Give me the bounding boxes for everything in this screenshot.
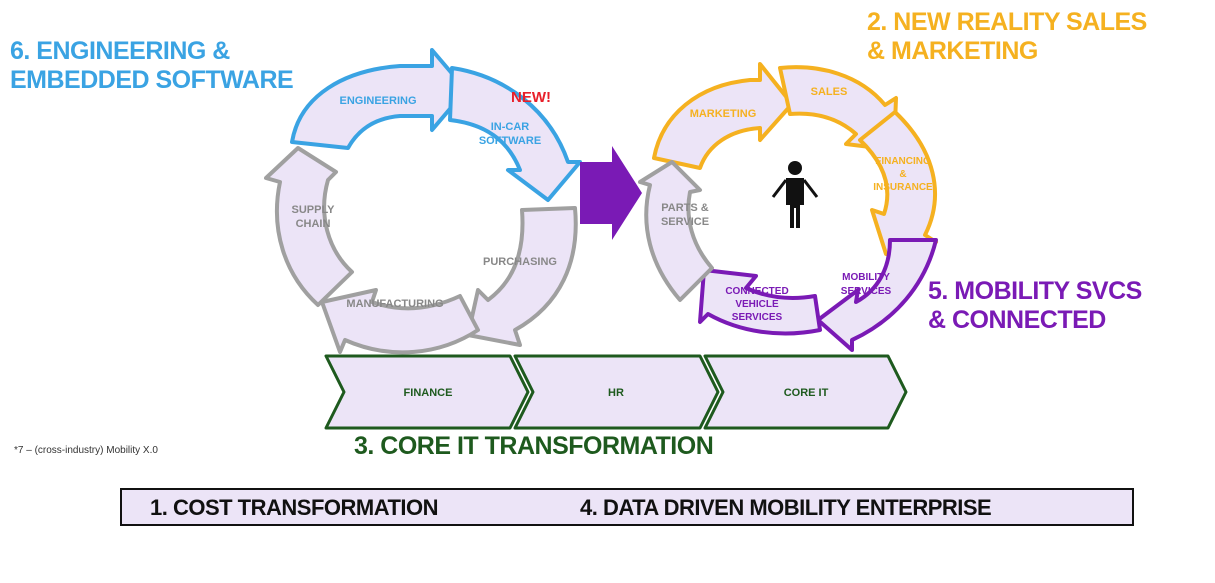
chevron-finance-label: FINANCE: [404, 387, 453, 399]
supply-chain-label-line2: CHAIN: [296, 218, 331, 230]
connected-vehicle-arrow: [698, 268, 822, 336]
chevron-hr: [513, 354, 720, 430]
mobility-label-line2: SERVICES: [841, 286, 892, 297]
transition-arrow: [580, 146, 642, 240]
connected-label-line3: SERVICES: [732, 312, 783, 323]
parts-service-label-line1: PARTS &: [661, 202, 709, 214]
financing-label-line3: INSURANCE: [873, 182, 933, 193]
engineering-arrow: [290, 48, 468, 150]
mobility-heading-line1: 5. MOBILITY SVCS: [928, 277, 1142, 305]
sales-heading: 2. NEW REALITY SALES & MARKETING: [867, 8, 1147, 66]
mobility-heading: 5. MOBILITY SVCS & CONNECTED: [928, 277, 1142, 335]
sales-label: SALES: [811, 86, 848, 98]
mobility-label-line1: MOBILITY: [842, 272, 890, 283]
bottom-bar-left: 1. COST TRANSFORMATION: [150, 495, 439, 520]
chevron-core-it: [703, 354, 908, 430]
connected-label-line2: VEHICLE: [735, 299, 779, 310]
engineering-heading-line1: 6. ENGINEERING &: [10, 37, 230, 65]
chevron-row: FINANCE HR CORE IT: [324, 354, 908, 430]
manufacturing-arrow: [320, 288, 480, 355]
marketing-label: MARKETING: [690, 108, 757, 120]
marketing-arrow: [652, 62, 794, 170]
in-car-software-arrow: [448, 66, 582, 202]
parts-service-arrow: [638, 160, 714, 302]
purchasing-label: PURCHASING: [483, 256, 557, 268]
new-badge: NEW!: [511, 89, 551, 106]
parts-service-label-line2: SERVICE: [661, 216, 709, 228]
person-icon: [771, 161, 819, 228]
left-cycle: ENGINEERING NEW! IN-CAR SOFTWARE SUPPLY …: [264, 48, 582, 355]
bottom-bar-right: 4. DATA DRIVEN MOBILITY ENTERPRISE: [580, 495, 992, 520]
financing-label-line1: FINANCING: [875, 156, 931, 167]
mobility-arrow: [816, 238, 938, 352]
sales-heading-line2: & MARKETING: [867, 37, 1038, 65]
purchasing-arrow: [466, 206, 578, 347]
bottom-bar: 1. COST TRANSFORMATION 4. DATA DRIVEN MO…: [120, 488, 1134, 526]
footnote: *7 – (cross-industry) Mobility X.0: [14, 445, 158, 456]
in-car-label-line2: SOFTWARE: [479, 135, 541, 147]
engineering-heading: 6. ENGINEERING & EMBEDDED SOFTWARE: [10, 37, 294, 95]
engineering-heading-line2: EMBEDDED SOFTWARE: [10, 66, 294, 94]
in-car-label-line1: IN-CAR: [491, 121, 530, 133]
chevron-hr-label: HR: [608, 387, 624, 399]
sales-heading-line1: 2. NEW REALITY SALES: [867, 8, 1147, 36]
supply-chain-label-line1: SUPPLY: [291, 204, 335, 216]
connected-label-line1: CONNECTED: [725, 286, 788, 297]
financing-label-line2: &: [899, 169, 906, 180]
chevron-core-it-label: CORE IT: [784, 387, 829, 399]
core-it-heading: 3. CORE IT TRANSFORMATION: [354, 432, 714, 460]
right-cycle: MARKETING SALES FINANCING & INSURANCE PA…: [638, 62, 938, 352]
supply-chain-arrow: [264, 146, 354, 307]
engineering-label: ENGINEERING: [339, 95, 416, 107]
mobility-heading-line2: & CONNECTED: [928, 306, 1106, 334]
chevron-finance: [324, 354, 530, 430]
manufacturing-label: MANUFACTURING: [346, 298, 443, 310]
